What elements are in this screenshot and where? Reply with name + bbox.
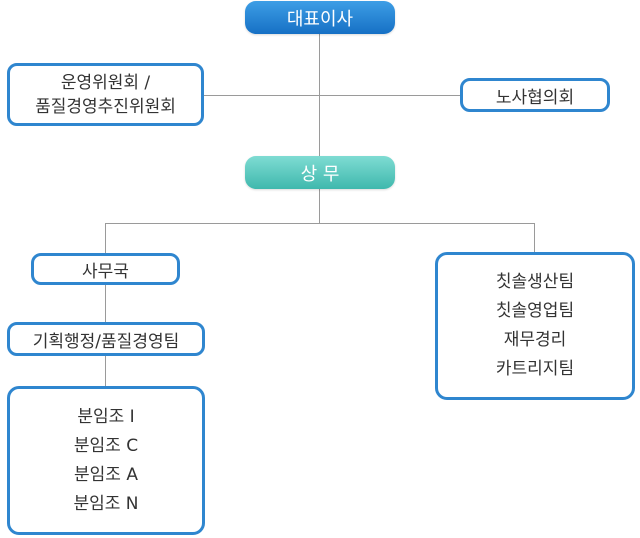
labor-council-label: 노사협의회 bbox=[495, 87, 575, 108]
connector-right-drop bbox=[534, 223, 535, 253]
connector-managing-down bbox=[319, 189, 320, 223]
connector-ceo-to-managing bbox=[319, 34, 320, 158]
branch-item: 분임조 A bbox=[74, 464, 138, 485]
connector-general-to-planning bbox=[105, 284, 106, 324]
division-item: 칫솔생산팀 bbox=[495, 272, 575, 292]
division-item: 재무경리 bbox=[503, 330, 567, 350]
committee-label-line1: 운영위원회 / bbox=[60, 72, 151, 93]
planning-team-box: 기획행정/품질경영팀 bbox=[7, 322, 205, 356]
branch-item: 분임조 I bbox=[77, 406, 135, 427]
connector-committee-to-council bbox=[203, 95, 461, 96]
committee-label-line2: 품질경영추진위원회 bbox=[35, 96, 176, 117]
division-item: 카트리지팀 bbox=[495, 359, 575, 379]
division-item: 칫솔영업팀 bbox=[495, 301, 575, 321]
ceo-box: 대표이사 bbox=[245, 1, 395, 34]
branch-item: 분임조 N bbox=[73, 493, 139, 514]
committee-box: 운영위원회 / 품질경영추진위원회 bbox=[7, 63, 204, 126]
branch-item: 분임조 C bbox=[73, 435, 139, 456]
connector-left-drop bbox=[105, 223, 106, 255]
labor-council-box: 노사협의회 bbox=[460, 78, 610, 112]
divisions-box: 칫솔생산팀 칫솔영업팀 재무경리 카트리지팀 bbox=[435, 252, 635, 400]
managing-director-label: 상 무 bbox=[300, 163, 340, 185]
managing-director-box: 상 무 bbox=[245, 156, 395, 189]
connector-horizontal-branch bbox=[105, 223, 535, 224]
connector-planning-to-branches bbox=[105, 355, 106, 387]
general-affairs-box: 사무국 bbox=[31, 253, 180, 285]
general-affairs-label: 사무국 bbox=[82, 261, 129, 282]
planning-team-label: 기획행정/품질경영팀 bbox=[32, 331, 180, 352]
ceo-label: 대표이사 bbox=[286, 8, 354, 30]
branches-box: 분임조 I 분임조 C 분임조 A 분임조 N bbox=[7, 386, 205, 535]
